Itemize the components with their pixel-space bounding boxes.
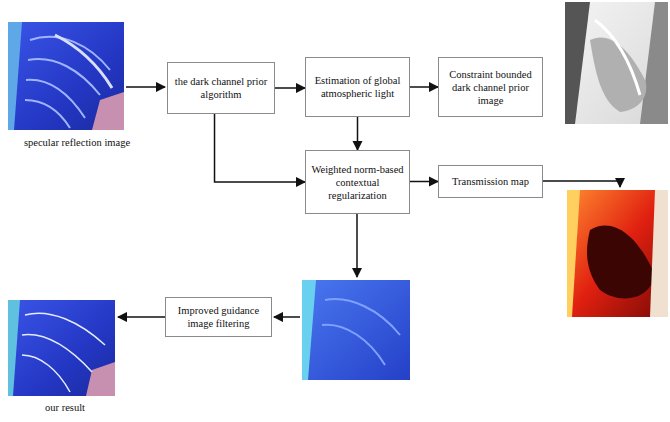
box-text: Transmission map: [452, 175, 529, 188]
image-corner: [92, 92, 124, 130]
process-box: Weighted norm-based contextual regulariz…: [305, 150, 410, 214]
image-arrow: [543, 181, 620, 187]
flow-arrow: [357, 117, 359, 150]
flow-arrow: [410, 181, 438, 183]
image-blob: [587, 226, 655, 299]
box-text: Estimation of global atmospheric light: [311, 74, 404, 100]
image-ground: [8, 300, 115, 396]
input-image: [8, 22, 124, 130]
image-arrow: [118, 316, 165, 318]
image-ground: [8, 22, 124, 130]
image-edge: [567, 190, 580, 317]
box-text: Constraint bounded dark channel prior im…: [444, 68, 537, 107]
image-caption: specular reflection image: [2, 136, 152, 149]
box-text: the dark channel prior algorithm: [173, 75, 269, 101]
image-texture: [22, 313, 105, 392]
image-ground: [567, 190, 668, 317]
image-edge: [8, 22, 22, 130]
result-image: [8, 300, 115, 396]
image-highlight: [595, 20, 640, 95]
process-box: Constraint bounded dark channel prior im…: [438, 57, 543, 117]
image-highlight: [55, 35, 112, 88]
process-box: Improved guidance image filtering: [165, 297, 272, 337]
flow-arrow: [215, 114, 305, 182]
image-texture: [25, 37, 110, 128]
intermediate-image: [302, 280, 410, 380]
image-edge: [650, 190, 668, 317]
image-arrow: [356, 214, 358, 277]
image-texture: [322, 299, 400, 365]
image-ground: [565, 2, 668, 124]
process-box: Estimation of global atmospheric light: [305, 57, 410, 117]
box-text: Weighted norm-based contextual regulariz…: [311, 163, 404, 202]
process-box: the dark channel prior algorithm: [167, 62, 275, 114]
image-caption: our result: [15, 401, 115, 414]
image-ground: [302, 280, 410, 380]
image-edge: [302, 280, 316, 380]
image-blob: [590, 37, 646, 112]
flow-arrow: [410, 86, 438, 88]
image-edge: [640, 2, 668, 124]
flow-arrow: [275, 87, 305, 89]
dark-channel-image: [565, 2, 668, 124]
transmission-image: [567, 190, 668, 317]
image-arrow: [126, 86, 165, 88]
box-text: Improved guidance image filtering: [171, 304, 266, 330]
image-corner: [86, 362, 115, 396]
image-edge: [8, 300, 20, 396]
image-arrow: [274, 316, 300, 318]
process-box: Transmission map: [438, 165, 543, 198]
image-edge: [565, 2, 590, 124]
